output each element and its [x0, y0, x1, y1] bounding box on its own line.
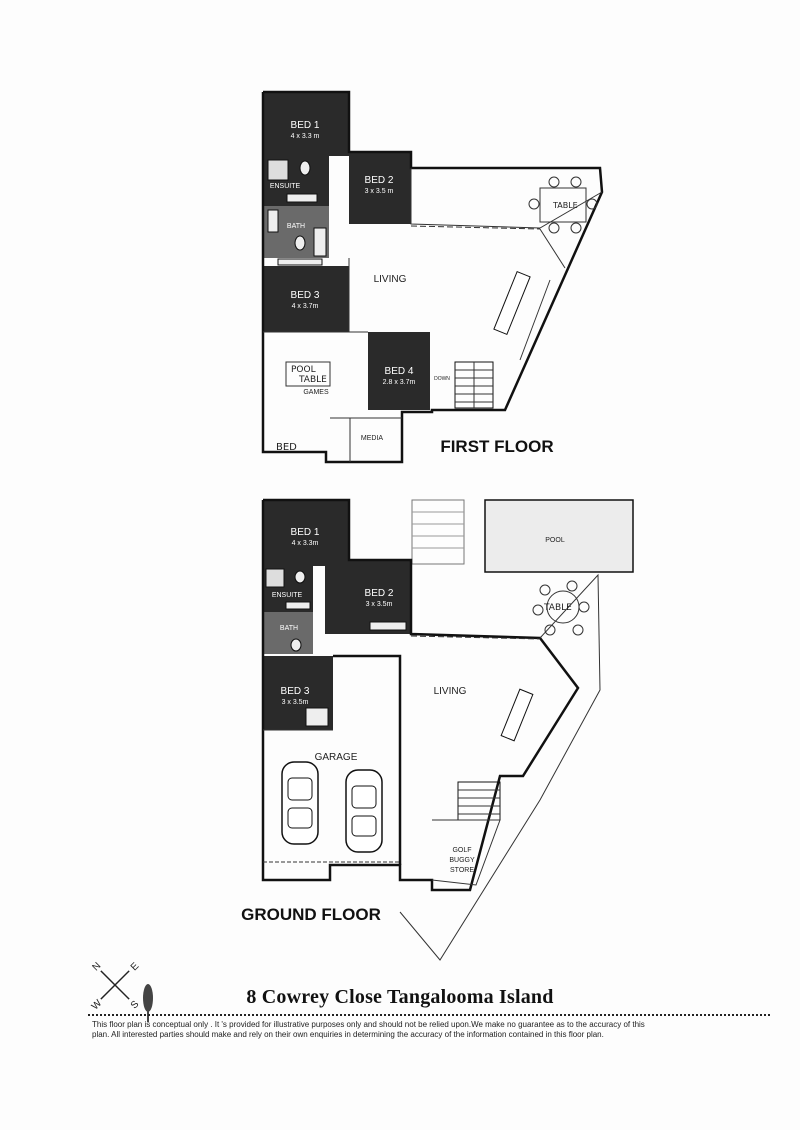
- gf-window-line: [410, 635, 541, 640]
- gf-bed2-robe: [369, 621, 407, 631]
- ff-stairs: [454, 361, 494, 409]
- ff-bed4-label: BED 4: [385, 366, 414, 377]
- ff-table-hand: TABLE: [552, 201, 578, 210]
- ff-window-line: [410, 225, 541, 230]
- ff-bed1-size: 4 x 3.3 m: [291, 133, 320, 140]
- gf-bed2-size: 3 x 3.5m: [366, 601, 393, 608]
- ff-games-label: GAMES: [303, 389, 329, 396]
- gf-bed1-fill: [263, 500, 349, 566]
- ff-bath-label: BATH: [287, 223, 305, 230]
- gf-bath-toilet: [290, 638, 302, 652]
- ff-bed2-label: BED 2: [365, 175, 394, 186]
- ff-down-label: DOWN: [434, 376, 450, 382]
- ff-bath-toilet: [294, 235, 306, 251]
- gf-kitchen-island: [500, 688, 534, 742]
- divider-rule: [88, 1014, 770, 1016]
- gf-ensuite-label: ENSUITE: [272, 592, 303, 599]
- first-floor-plan: BED 1 4 x 3.3 m BED 2 3 x 3.5 m ENSUITE …: [261, 90, 604, 464]
- ff-bed4-size: 2.8 x 3.7m: [383, 379, 416, 386]
- ff-kitchen-bench: [519, 279, 551, 361]
- disclaimer-line-2: plan. All interested parties should make…: [92, 1030, 604, 1039]
- gf-pool-stairs: [411, 499, 465, 565]
- gf-bed3-size: 3 x 3.5m: [282, 699, 309, 706]
- compass-e: E: [129, 960, 142, 973]
- ff-bath-vanity: [267, 209, 279, 233]
- gf-garage-wall: [333, 654, 402, 865]
- gf-outdoor-table: [532, 580, 590, 636]
- ff-bed2-size: 3 x 3.5 m: [365, 188, 394, 195]
- gf-bath-label: BATH: [280, 625, 298, 632]
- gf-pool: [484, 499, 634, 573]
- gf-shower: [265, 568, 285, 588]
- ff-shower: [267, 159, 289, 181]
- gf-golf-label-3: STORE: [450, 867, 474, 874]
- gf-outer-wall: [261, 498, 580, 892]
- ground-floor-plan: BED 1 4 x 3.3m BED 2 3 x 3.5m ENSUITE BA…: [241, 498, 634, 961]
- gf-terrace-line: [399, 573, 601, 961]
- ff-living-divider: [539, 228, 566, 269]
- gf-golf-store-wall: [431, 819, 501, 886]
- property-address: 8 Cowrey Close Tangalooma Island: [246, 986, 554, 1008]
- gf-bed3-label: BED 3: [281, 686, 310, 697]
- gf-living-label: LIVING: [434, 686, 467, 697]
- gf-bath-fill: [263, 612, 313, 654]
- ff-bed3-label: BED 3: [291, 290, 320, 301]
- first-floor-title: FIRST FLOOR: [440, 437, 553, 456]
- gf-table-hand: TABLE: [543, 603, 572, 613]
- ff-bed4-fill: [368, 332, 430, 410]
- ground-floor-title: GROUND FLOOR: [241, 905, 381, 924]
- ff-ensuite-toilet: [299, 160, 311, 176]
- ff-bath-tub: [313, 227, 327, 257]
- ff-living-label: LIVING: [374, 274, 407, 285]
- gf-golf-label-2: BUGGY: [449, 857, 475, 864]
- ff-ensuite-label: ENSUITE: [270, 183, 301, 190]
- ff-linen: [277, 258, 323, 266]
- ff-bed3-size: 4 x 3.7m: [292, 303, 319, 310]
- gf-garage-label: GARAGE: [315, 752, 358, 763]
- gf-golf-label-1: GOLF: [452, 847, 471, 854]
- disclaimer: This floor plan is conceptual only . It …: [92, 1020, 742, 1040]
- disclaimer-line-1: This floor plan is conceptual only . It …: [92, 1020, 645, 1029]
- ff-bed3-fill: [263, 266, 349, 332]
- ff-bed-hand: BED: [276, 442, 297, 453]
- gf-stairs: [457, 781, 501, 821]
- ff-outdoor-table: [528, 176, 598, 234]
- ff-bed2-fill: [349, 152, 411, 224]
- gf-bed1-size: 4 x 3.3m: [292, 540, 319, 547]
- ff-ensuite-vanity: [286, 193, 318, 203]
- gf-car-right: [345, 769, 383, 853]
- gf-pool-label: POOL: [545, 537, 565, 544]
- ff-outer-wall: [261, 90, 604, 464]
- ff-balcony-line: [410, 168, 603, 229]
- tree-icon: [143, 984, 153, 1022]
- ff-pool-table-hand-2: TABLE: [298, 375, 327, 385]
- ff-pool-table-hand-1: POOL: [291, 365, 316, 375]
- gf-bed2-label: BED 2: [365, 588, 394, 599]
- ff-bed1-fill: [263, 92, 349, 156]
- gf-car-left: [281, 761, 319, 845]
- gf-ensuite-vanity: [285, 601, 311, 610]
- ff-pool-table: [285, 361, 331, 387]
- ff-bed1-label: BED 1: [291, 120, 320, 131]
- ff-kitchen-island: [493, 270, 531, 336]
- gf-bed3-robe: [305, 707, 329, 727]
- gf-bed1-label: BED 1: [291, 527, 320, 538]
- ff-media-label: MEDIA: [361, 435, 384, 442]
- gf-ensuite-toilet: [294, 570, 306, 584]
